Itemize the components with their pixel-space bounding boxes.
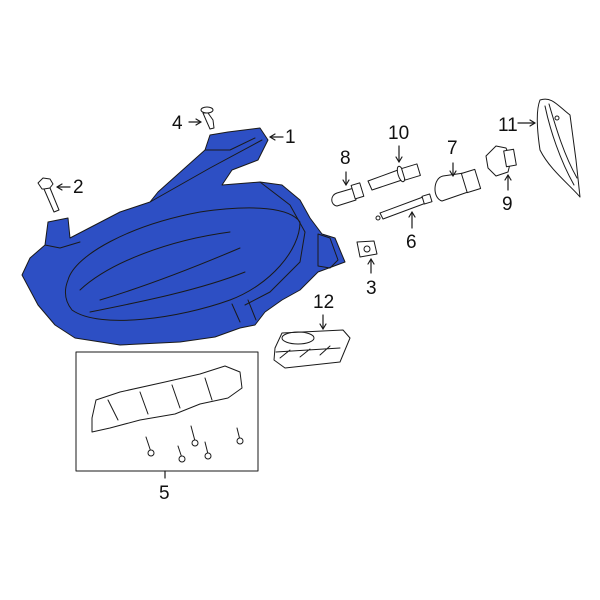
callout-12: 12 [313,292,335,313]
mounting-bracket-kit[interactable] [75,351,259,472]
callout-1: 1 [285,127,296,148]
callout-4: 4 [172,113,183,134]
callout-8: 8 [340,148,351,169]
callout-5: 5 [159,483,170,504]
wedge-bulb-small[interactable] [331,182,365,207]
bulb-socket-long[interactable] [367,163,421,191]
callout-7: 7 [447,138,458,159]
bolt[interactable] [37,177,60,213]
festoon-bulb[interactable] [375,193,433,221]
callout-2: 2 [73,177,84,198]
dust-cover[interactable] [536,98,581,198]
bracket-screws [145,425,244,463]
wedge-bulb[interactable] [434,168,482,202]
clip-nut[interactable] [356,240,378,258]
callout-9: 9 [502,194,513,215]
headlight-assembly[interactable] [21,127,346,346]
callout-10: 10 [388,123,410,144]
push-pin-fastener[interactable] [200,106,215,130]
callout-11: 11 [498,115,518,136]
ballast-control-module[interactable] [273,329,351,369]
leader-lines [56,118,536,479]
callout-3: 3 [366,278,377,299]
callout-6: 6 [406,232,417,253]
bulb-socket[interactable] [485,145,517,177]
